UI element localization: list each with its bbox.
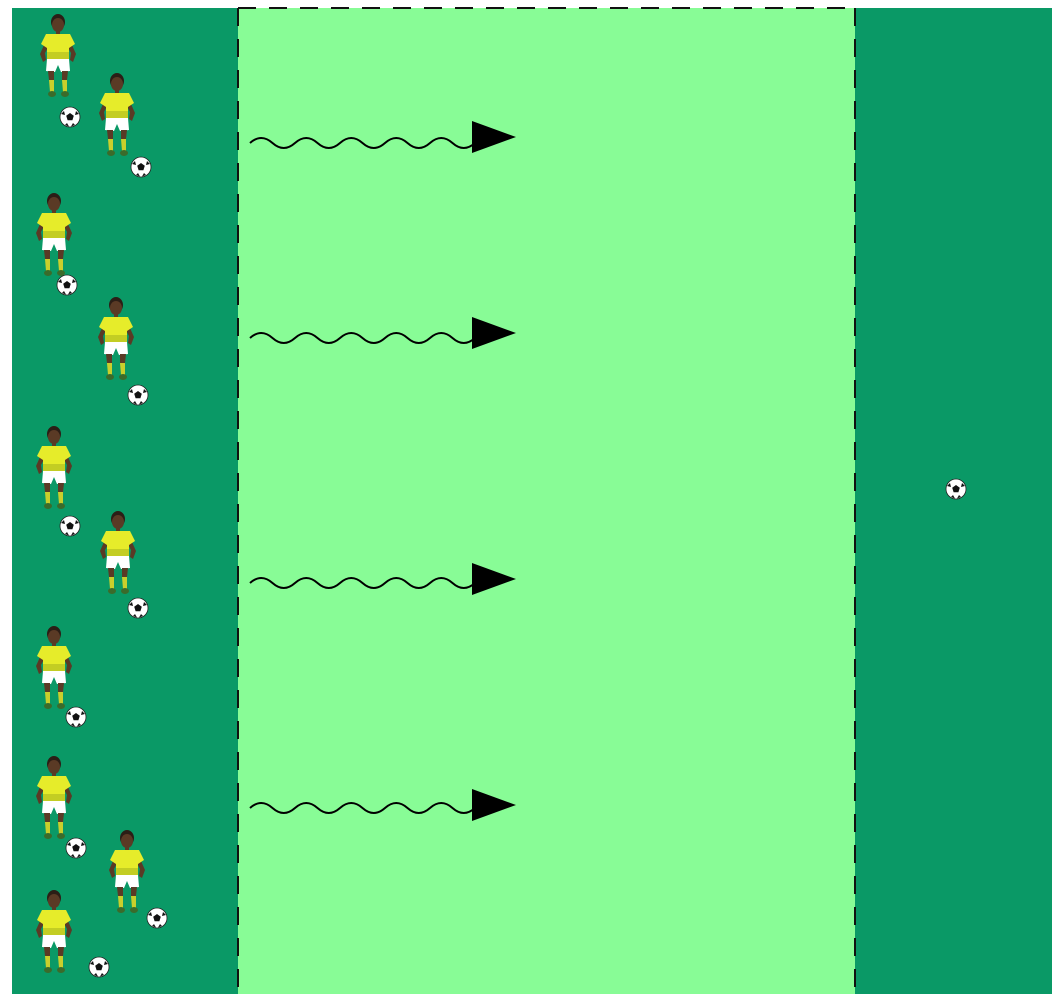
soccer-ball — [946, 479, 966, 499]
inner-zone — [238, 8, 855, 994]
